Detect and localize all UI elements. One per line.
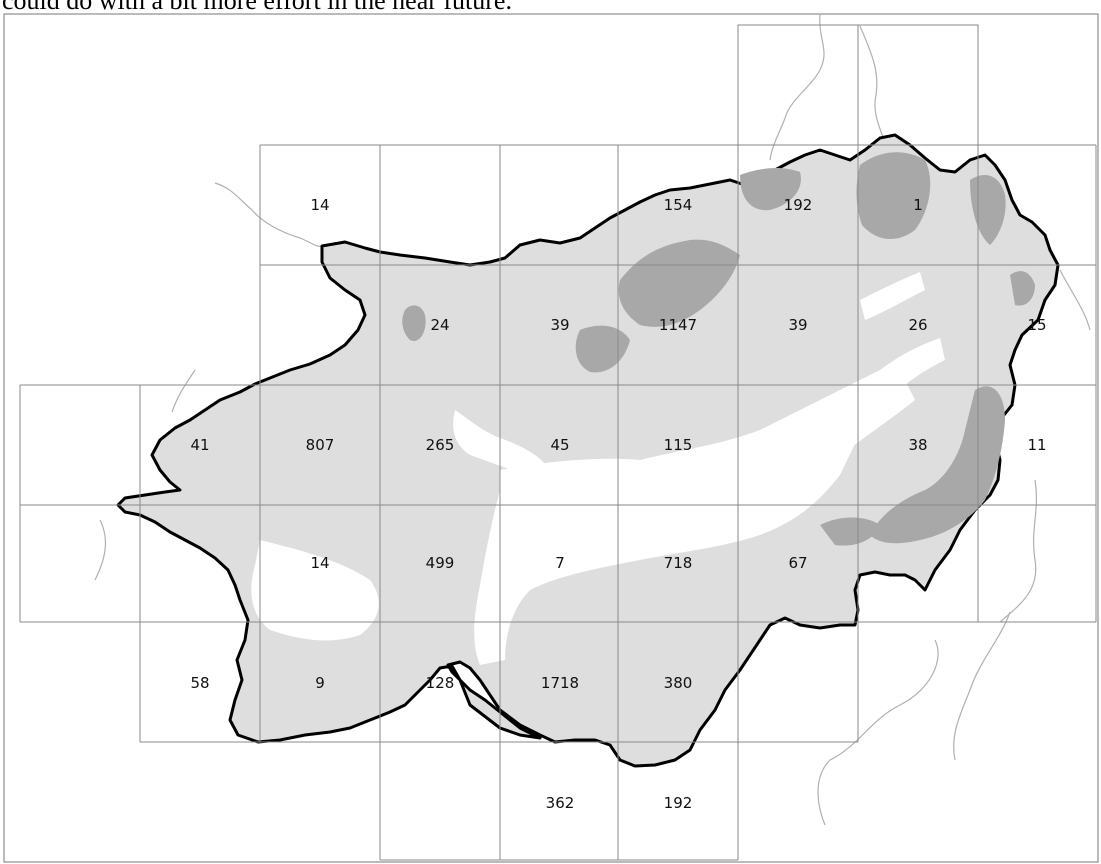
cell-count-r4c3: 499	[426, 554, 455, 572]
cell-count-r1c7: 1	[913, 196, 923, 214]
cell-count-r5c4: 1718	[541, 674, 579, 692]
cell-count-r5c2: 9	[315, 674, 325, 692]
cell-count-r3c4: 45	[550, 436, 569, 454]
cell-count-r1c5: 154	[664, 196, 693, 214]
cell-count-r3c3: 265	[426, 436, 455, 454]
cell-count-r2c5: 1147	[659, 316, 697, 334]
cell-count-r6c4: 362	[546, 794, 575, 812]
lowland-valleys	[251, 272, 945, 665]
highland-relief	[402, 152, 1035, 546]
cell-count-r1c6: 192	[784, 196, 813, 214]
cell-count-r3c8: 11	[1027, 436, 1046, 454]
cell-count-r4c2: 14	[310, 554, 329, 572]
grid-count-labels: 14 154 192 1 24 39 1147 39 26 15 41 807 …	[190, 196, 1046, 812]
cell-count-r2c6: 39	[788, 316, 807, 334]
grid-lines	[19, 24, 1097, 861]
cell-count-r4c4: 7	[555, 554, 565, 572]
cell-count-r6c5: 192	[664, 794, 693, 812]
cell-count-r5c1: 58	[190, 674, 209, 692]
cell-count-r5c3: 128	[426, 674, 455, 692]
cell-count-r3c2: 807	[306, 436, 335, 454]
cell-count-r2c8: 15	[1027, 316, 1046, 334]
map-frame	[3, 13, 1099, 863]
cell-count-r4c5: 718	[664, 554, 693, 572]
cell-count-r4c6: 67	[788, 554, 807, 572]
cell-count-r1c2: 14	[310, 196, 329, 214]
cell-count-r3c7: 38	[908, 436, 927, 454]
cell-count-r2c4: 39	[550, 316, 569, 334]
cell-count-r3c1: 41	[190, 436, 209, 454]
cell-count-r3c5: 115	[664, 436, 693, 454]
cell-count-r2c7: 26	[908, 316, 927, 334]
cell-count-r5c5: 380	[664, 674, 693, 692]
caption-text: could do with a bit more effort in the n…	[2, 0, 512, 15]
cell-count-r2c3: 24	[430, 316, 449, 334]
